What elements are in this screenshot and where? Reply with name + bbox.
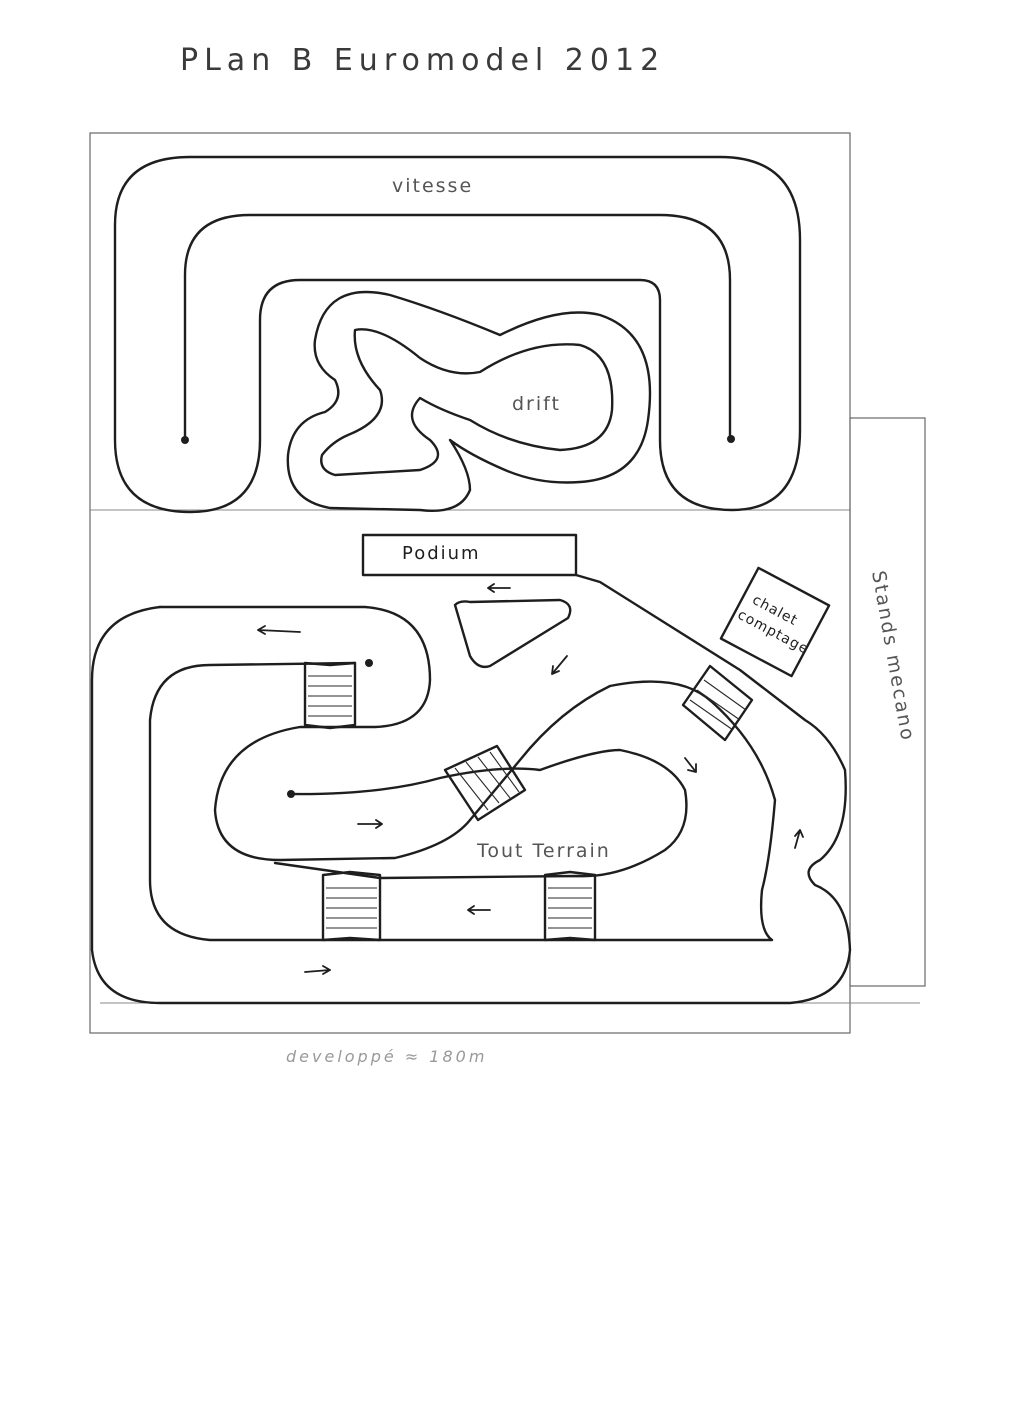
jump-2 xyxy=(443,744,527,822)
length-note: developpé ≈ 180m xyxy=(286,1047,487,1066)
arrow-4 xyxy=(684,757,697,773)
site-boundary xyxy=(89,132,920,1034)
drift-track: drift xyxy=(286,290,652,512)
jump-1 xyxy=(303,661,357,730)
arrow-5 xyxy=(357,819,383,829)
offroad-track: Tout Terrain xyxy=(90,573,852,1005)
offroad-start-dot xyxy=(365,659,373,667)
arrow-3 xyxy=(551,655,568,675)
podium: Podium xyxy=(361,533,578,577)
jump-4 xyxy=(543,870,597,942)
arrow-2 xyxy=(257,625,301,635)
offroad-end-dot xyxy=(287,790,295,798)
arrow-7 xyxy=(794,829,804,849)
speed-start-dot xyxy=(181,436,189,444)
pits-area: Stands mecano xyxy=(849,417,926,987)
drift-track-label: drift xyxy=(512,393,561,415)
arrow-8 xyxy=(304,965,331,975)
arrow-1 xyxy=(487,583,511,593)
podium-label: Podium xyxy=(402,543,481,564)
speed-track: vitesse xyxy=(113,155,802,514)
plan-title: PLan B Euromodel 2012 xyxy=(180,43,665,78)
speed-end-dot xyxy=(727,435,735,443)
offroad-track-label: Tout Terrain xyxy=(476,840,611,862)
jump-3 xyxy=(321,870,382,942)
arrow-6 xyxy=(467,905,491,915)
speed-track-label: vitesse xyxy=(392,175,473,197)
pits-label: Stands mecano xyxy=(867,569,919,743)
direction-arrows xyxy=(257,583,804,975)
jump-5 xyxy=(681,664,754,742)
counting-hut: chalet comptage xyxy=(719,566,831,678)
